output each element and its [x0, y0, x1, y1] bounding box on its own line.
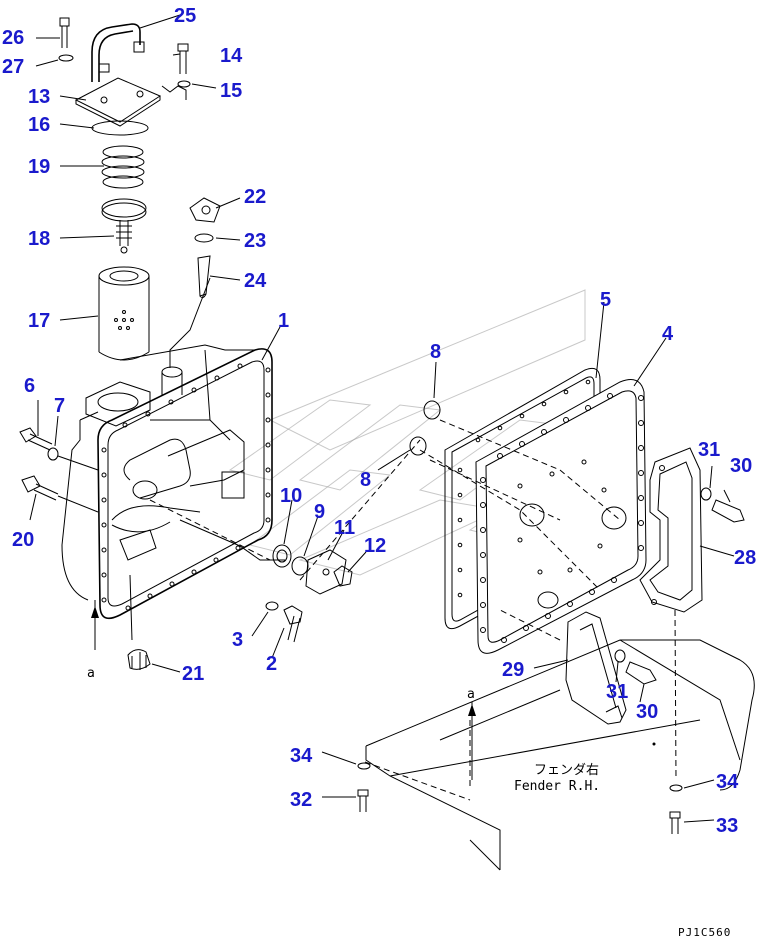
- callout-2: 2: [266, 653, 277, 675]
- bolts-30-31: [614, 487, 745, 685]
- callout-26: 26: [2, 27, 24, 49]
- arrow-label-a-lower: a: [467, 687, 475, 702]
- callout-31-lower: 31: [606, 681, 628, 703]
- callout-15: 15: [220, 80, 242, 102]
- callout-19: 19: [28, 156, 50, 178]
- callout-23: 23: [244, 230, 266, 252]
- callout-33: 33: [716, 815, 738, 837]
- callout-13: 13: [28, 86, 50, 108]
- callout-11: 11: [334, 517, 355, 539]
- center-small-parts: [265, 544, 353, 643]
- arrow-a-left: [91, 600, 99, 650]
- bracket-29: [565, 611, 627, 725]
- leader-lines: [149, 419, 677, 801]
- callout-30-lower: 30: [636, 701, 658, 723]
- callout-10: 10: [280, 485, 302, 507]
- fender-label-en: Fender R.H.: [514, 779, 600, 794]
- callout-20: 20: [12, 529, 34, 551]
- callout-22: 22: [244, 186, 266, 208]
- cover-plate-4: [475, 379, 647, 654]
- arrow-label-a-left: a: [87, 666, 95, 681]
- fender-rh: [365, 639, 755, 871]
- callout-9: 9: [314, 501, 325, 523]
- fender-label-jp: フェンダ右: [534, 763, 599, 778]
- callout-12: 12: [364, 535, 386, 557]
- callout-29: 29: [502, 659, 524, 681]
- callout-21: 21: [182, 663, 204, 685]
- callout-31-right: 31: [698, 439, 720, 461]
- callout-3: 3: [232, 629, 243, 651]
- callout-28: 28: [734, 547, 756, 569]
- callout-4: 4: [662, 323, 674, 345]
- callout-leaders: [29, 14, 735, 823]
- callout-14: 14: [220, 45, 243, 67]
- callout-32: 32: [290, 789, 312, 811]
- callout-34-right: 34: [716, 771, 739, 793]
- callout-16: 16: [28, 114, 50, 136]
- callout-24: 24: [244, 270, 267, 292]
- callout-8-lower: 8: [360, 469, 371, 491]
- plugs-8: [409, 400, 441, 456]
- callout-7: 7: [54, 395, 65, 417]
- callout-18: 18: [28, 228, 50, 250]
- callout-25: 25: [174, 5, 196, 27]
- callout-numbers: 1 2 3 4 5 6 7 8 8 9 10 11 12 13 14 15 16…: [2, 5, 756, 837]
- filler-cap-assembly: [189, 197, 221, 299]
- callout-8-upper: 8: [430, 341, 441, 363]
- arrow-a-lower: [468, 702, 656, 780]
- callout-1: 1: [278, 310, 289, 332]
- callout-27: 27: [2, 56, 24, 78]
- callout-17: 17: [28, 310, 50, 332]
- callout-34-left: 34: [290, 745, 313, 767]
- drawing-code: PJ1C560: [678, 926, 731, 939]
- hydraulic-tank: [61, 344, 285, 641]
- drain-plug: [127, 649, 151, 670]
- callout-6: 6: [24, 375, 35, 397]
- bracket-28: [639, 447, 703, 613]
- left-bolts: [19, 427, 99, 513]
- callout-30-right: 30: [730, 455, 752, 477]
- callout-5: 5: [600, 289, 611, 311]
- bottom-bolts: [357, 762, 683, 834]
- strainer-assembly: [58, 17, 191, 361]
